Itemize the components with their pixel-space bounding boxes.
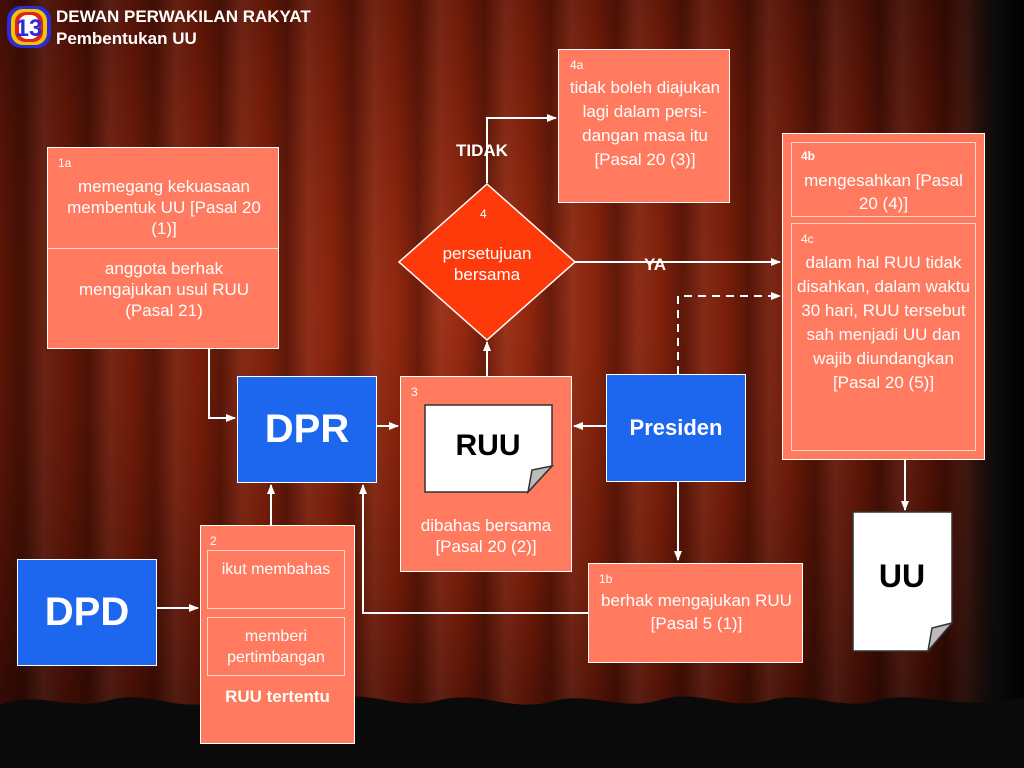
dpr-box: DPR: [237, 376, 377, 483]
box-2-item-consider-text: memberi pertimbangan: [227, 628, 325, 666]
slide-number: 13: [16, 15, 43, 42]
box-1a-text-member: anggota berhak mengajukan usul RUU (Pasa…: [78, 259, 250, 320]
box-4b-number: 4b: [801, 149, 816, 163]
box-4a-text: tidak boleh diajukan lagi dalam persi-da…: [569, 78, 721, 169]
uu-document-label: UU: [878, 558, 926, 594]
slide-number-badge-icon: 13: [7, 6, 51, 48]
box-2-number: 2: [210, 534, 217, 548]
box-1b: 1b berhak mengajukan RUU [Pasal 5 (1)]: [588, 563, 803, 663]
diamond-4-shape: [397, 183, 577, 341]
diamond-4-text: persetujuan bersama: [442, 244, 532, 284]
box-1b-text: berhak mengajukan RUU [Pasal 5 (1)]: [601, 591, 792, 633]
box-1b-number: 1b: [599, 572, 613, 586]
presiden-box: Presiden: [606, 374, 746, 482]
label-tidak: TIDAK: [456, 141, 508, 160]
slide-title: DEWAN PERWAKILAN RAKYAT: [56, 7, 311, 26]
box-3-number: 3: [411, 385, 418, 399]
box-4a-number: 4a: [570, 58, 584, 72]
box-4b-4c: 4b mengesahkan [Pasal 20 (4)] 4c dalam h…: [782, 133, 985, 460]
box-1a: 1a memegang kekuasaan membentuk UU [Pasa…: [47, 147, 279, 349]
box-4c-number: 4c: [801, 232, 814, 246]
box-3-text: dibahas bersama [Pasal 20 (2)]: [420, 516, 552, 556]
box-4c: 4c dalam hal RUU tidak disahkan, dalam w…: [791, 223, 976, 451]
box-1a-divider: [48, 248, 278, 249]
arrow-4-to-4a: [486, 114, 557, 183]
box-2-item-discuss: ikut membahas: [207, 550, 345, 609]
box-4b: 4b mengesahkan [Pasal 20 (4)]: [791, 142, 976, 217]
box-1a-number: 1a: [58, 156, 72, 170]
dpd-box: DPD: [17, 559, 157, 666]
box-2: 2 ikut membahas memberi pertimbangan RUU…: [200, 525, 355, 744]
box-4b-text: mengesahkan [Pasal 20 (4)]: [804, 171, 963, 213]
box-4a: 4a tidak boleh diajukan lagi dalam persi…: [558, 49, 730, 203]
ruu-document-label: RUU: [455, 429, 521, 462]
slide-subtitle: Pembentukan UU: [56, 29, 197, 48]
box-2-footer: RUU tertentu: [225, 687, 330, 706]
box-1a-text-power: memegang kekuasaan membentuk UU [Pasal 2…: [67, 177, 261, 238]
box-3: 3 RUU dibahas bersama [Pasal 20 (2)]: [400, 376, 572, 572]
label-ya: YA: [644, 255, 667, 274]
dashed-arrow-presiden-to-4c: [677, 292, 781, 374]
box-4c-text: dalam hal RUU tidak disahkan, dalam wakt…: [797, 253, 970, 392]
box-2-item-discuss-text: ikut membahas: [221, 561, 331, 578]
box-2-item-consider: memberi pertimbangan: [207, 617, 345, 676]
uu-document-icon: [852, 511, 954, 653]
ruu-document-icon: [424, 404, 554, 494]
arrow-1b-to-dpr: [359, 484, 588, 614]
diamond-4-number: 4: [480, 207, 487, 221]
arrow-1a-to-dpr: [208, 348, 236, 422]
